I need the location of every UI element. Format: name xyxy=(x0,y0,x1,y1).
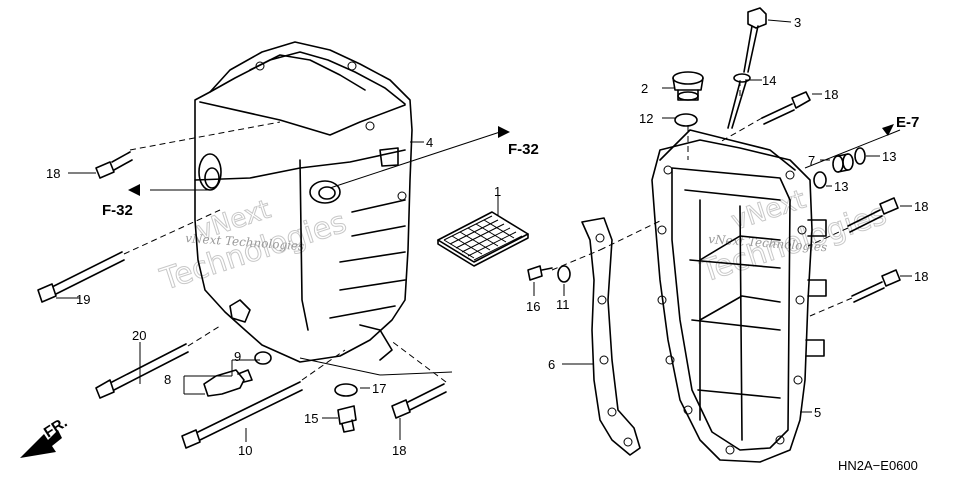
callout-18c: 18 xyxy=(914,269,928,284)
callout-18a: 18 xyxy=(824,87,838,102)
callout-4: 4 xyxy=(426,135,433,150)
callout-18e: 18 xyxy=(392,443,406,458)
callout-13a: 13 xyxy=(882,149,896,164)
callout-2: 2 xyxy=(641,81,648,96)
front-arrow xyxy=(20,430,62,458)
reference-arrows xyxy=(20,124,894,458)
callout-15: 15 xyxy=(304,411,318,426)
f32-left-arrow xyxy=(128,184,140,196)
drain-plug-15-17 xyxy=(334,383,358,433)
sensor-8-9 xyxy=(203,351,272,397)
ref-f32-left: F-32 xyxy=(102,202,133,219)
gasket xyxy=(581,217,641,456)
ref-f32-right: F-32 xyxy=(508,141,539,158)
filter-screen xyxy=(437,211,529,267)
bolts-right xyxy=(761,91,901,303)
callout-12: 12 xyxy=(639,111,653,126)
callout-9: 9 xyxy=(234,349,241,364)
f32-right-arrow xyxy=(498,126,510,138)
callout-17: 17 xyxy=(372,381,386,396)
callout-7: 7 xyxy=(808,153,815,168)
callout-11: 11 xyxy=(556,297,570,312)
callout-6: 6 xyxy=(548,357,555,372)
left-case-cover xyxy=(194,41,413,363)
callout-18b: 18 xyxy=(914,199,928,214)
callout-1: 1 xyxy=(494,184,501,199)
callout-10: 10 xyxy=(238,443,252,458)
bolt-and-washer-16-11 xyxy=(527,265,571,283)
e7-arrow xyxy=(882,124,894,136)
bolts-left xyxy=(37,151,447,449)
oil-filler-cap xyxy=(672,71,704,101)
callout-18d: 18 xyxy=(46,166,60,181)
reference-labels: F-32 F-32 E-7 FR. HN2A−E0600 xyxy=(41,114,919,473)
callouts: 3 2 14 12 18 1 4 7 13 13 18 18 18 19 20 … xyxy=(46,15,928,458)
callout-20: 20 xyxy=(132,328,146,343)
o-ring-12 xyxy=(674,113,698,127)
callout-5: 5 xyxy=(814,405,821,420)
callout-8: 8 xyxy=(164,372,171,387)
callout-13b: 13 xyxy=(834,179,848,194)
callout-19: 19 xyxy=(76,292,90,307)
diagram-code: HN2A−E0600 xyxy=(838,458,918,473)
plug-and-orings xyxy=(813,147,866,189)
right-case-frame xyxy=(651,129,827,463)
callout-3: 3 xyxy=(794,15,801,30)
callout-14: 14 xyxy=(762,73,776,88)
leader-lines xyxy=(56,19,912,442)
callout-16: 16 xyxy=(526,299,540,314)
ref-e7: E-7 xyxy=(896,114,919,131)
dipstick xyxy=(727,7,767,129)
